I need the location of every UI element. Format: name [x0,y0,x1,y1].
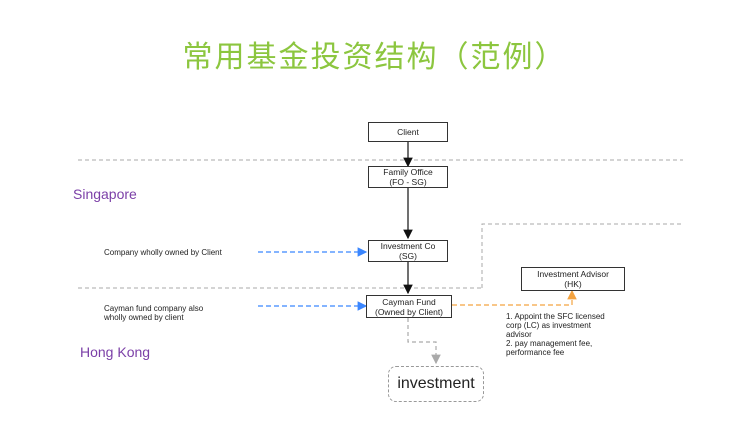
investment-advisor-box: Investment Advisor (HK) [521,267,625,291]
company-owned-note: Company wholly owned by Client [104,248,222,257]
cayman-owned-note: Cayman fund company also wholly owned by… [104,304,204,322]
advisor-terms-note: 1. Appoint the SFC licensed corp (LC) as… [506,312,605,357]
family-office-box: Family Office (FO - SG) [368,166,448,188]
gray-arrow-cayman-to-investment [407,318,441,365]
singapore-label: Singapore [73,186,137,202]
cayman-fund-box: Cayman Fund (Owned by Client) [366,295,452,318]
hk-region-border [481,223,683,288]
investment-co-box: Investment Co (SG) [368,240,448,262]
hong-kong-label: Hong Kong [80,344,151,360]
client-box: Client [368,122,448,142]
orange-arrow-cayman-to-advisor [452,289,577,306]
page-title: 常用基金投资结构（范例） [182,40,567,75]
investment-box: investment [388,366,484,402]
